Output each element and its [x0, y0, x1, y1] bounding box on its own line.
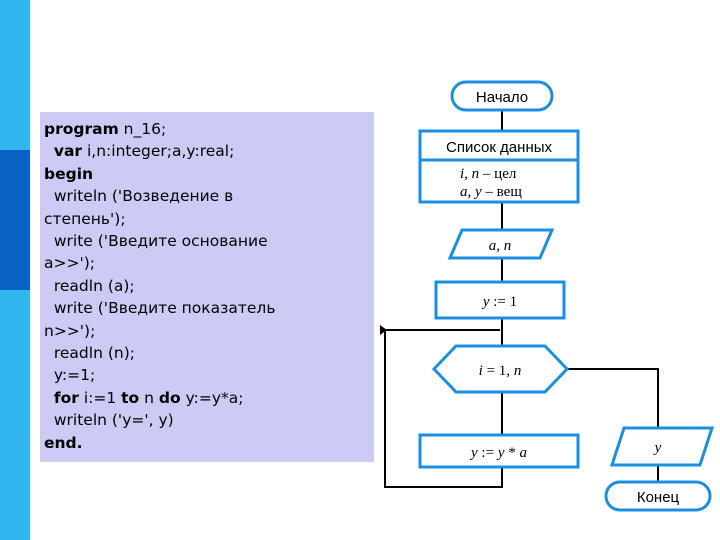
- code-line: var i,n:integer;a,y:real;: [53, 142, 235, 161]
- data-list-real: a, y – вещ: [460, 184, 522, 200]
- init-box: [434, 280, 566, 320]
- loop-back-arrow-icon: [380, 325, 387, 335]
- code-line: y:=1;: [53, 366, 96, 385]
- code-listing: program n_16; var i,n:integer;a,y:real; b…: [40, 112, 374, 462]
- code-line: end.: [44, 433, 83, 452]
- end-terminal: [604, 480, 712, 512]
- loop-body-label: y := y * a: [469, 445, 527, 461]
- output-label: y: [653, 440, 662, 456]
- data-list-title: Список данных: [446, 139, 553, 156]
- input-parallelogram: [447, 228, 555, 260]
- output-parallelogram: [609, 426, 715, 467]
- loop-body-box: [418, 433, 580, 469]
- code-line: writeln ('y=', y): [53, 411, 174, 430]
- code-line: write ('Введите показатель: [53, 299, 276, 318]
- flow-connectors: [384, 110, 659, 488]
- code-line: write ('Введите основание: [53, 232, 268, 251]
- init-label: y := 1: [481, 294, 517, 310]
- code-line: writeln ('Возведение в: [53, 187, 234, 206]
- start-terminal: [450, 80, 554, 112]
- code-line: program n_16;: [44, 120, 167, 138]
- input-label: a, n: [489, 238, 512, 254]
- code-line: readln (a);: [53, 276, 135, 295]
- data-list-box: [418, 129, 580, 204]
- start-label: Начало: [476, 89, 528, 106]
- code-line: степень');: [44, 209, 126, 228]
- loop-label: i = 1, n: [479, 363, 522, 379]
- code-line: a>>');: [44, 254, 96, 273]
- connector-loop-exit: [567, 368, 659, 428]
- code-line: n>>');: [44, 321, 96, 340]
- connector-loop-back: [384, 329, 503, 488]
- loop-hexagon: [431, 344, 570, 394]
- code-line: for i:=1 to n do y:=y*a;: [53, 388, 244, 407]
- data-list-int: i, n – цел: [460, 166, 517, 182]
- end-label: Конец: [637, 489, 680, 506]
- code-line: begin: [44, 164, 94, 183]
- left-stripe-accent: [0, 150, 30, 290]
- code-line: readln (n);: [53, 344, 135, 363]
